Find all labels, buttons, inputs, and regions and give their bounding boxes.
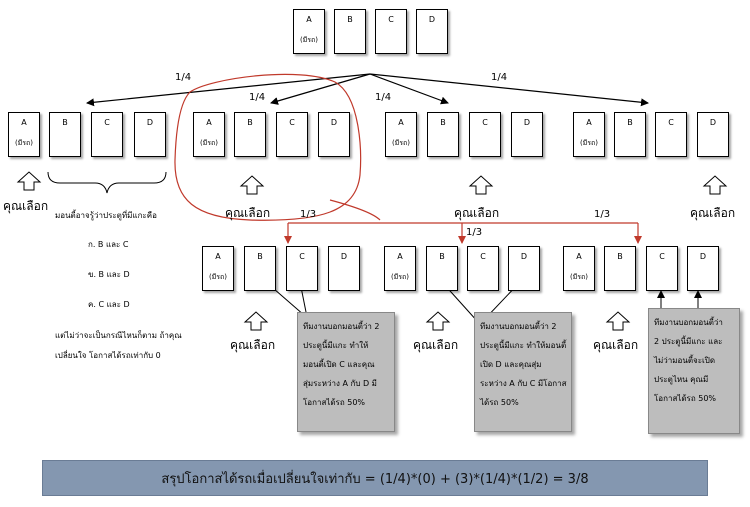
door-c-s3: C — [646, 246, 678, 291]
arrow-to-group3 — [369, 73, 449, 105]
door-c-top: C — [375, 9, 407, 54]
you-pick-label: คุณเลือก — [230, 338, 276, 352]
pick-arrow-icon — [425, 311, 451, 331]
prob-label: 1/4 — [491, 72, 508, 83]
door-b-s2: B — [426, 246, 458, 291]
door-d-top: D — [416, 9, 448, 54]
door-a-g4: A(มีรถ) — [573, 112, 605, 157]
door-d-s1: D — [328, 246, 360, 291]
note-line: แต่ไม่ว่าจะเป็นกรณีไหนก็ตาม ถ้าคุณ — [55, 331, 182, 340]
box-line: ได้รถ 50% — [480, 398, 519, 407]
box-line: โอกาสได้รถ 50% — [303, 398, 366, 407]
box-line: ระหว่าง A กับ C มีโอกาส — [480, 379, 567, 388]
door-d-s2: D — [508, 246, 540, 291]
door-a-g2: A(มีรถ) — [193, 112, 225, 157]
prob-label: 1/4 — [375, 92, 392, 103]
you-pick-label: คุณเลือก — [413, 338, 459, 352]
summary-text: สรุปโอกาสได้รถเมื่อเปลี่ยนใจเท่ากับ = (1… — [161, 471, 589, 487]
door-d-g1: D — [134, 112, 166, 157]
summary-bar: สรุปโอกาสได้รถเมื่อเปลี่ยนใจเท่ากับ = (1… — [42, 460, 708, 496]
door-d-g3: D — [511, 112, 543, 157]
note-line: เปลี่ยนใจ โอกาสได้รถเท่ากับ 0 — [55, 351, 161, 360]
box-line: ทีมงานบอกมอนตี้ว่า 2 — [303, 322, 380, 331]
box-line: 2 ประตูนี้มีแกะ และ — [654, 337, 723, 346]
door-c-g2: C — [276, 112, 308, 157]
prob-label: 1/3 — [594, 209, 611, 220]
prob-label: 1/4 — [175, 72, 192, 83]
box-line: ประตูนี้มีแกะ ทำให้ — [303, 341, 369, 350]
door-b-g2: B — [234, 112, 266, 157]
door-b-g3: B — [427, 112, 459, 157]
arrow-to-group4 — [369, 73, 649, 107]
door-a-s1: A(มีรถ) — [202, 246, 234, 291]
door-b-top: B — [334, 9, 366, 54]
note-option: ค. C และ D — [88, 300, 130, 309]
pick-arrow-icon — [243, 311, 269, 331]
loop-tail — [329, 199, 381, 221]
box-line: ทีมงานบอกมอนตี้ว่า — [654, 318, 723, 327]
note-line: มอนตี้อาจรู้ว่าประตูที่มีแกะคือ — [55, 211, 157, 220]
door-b-g1: B — [49, 112, 81, 157]
box-line: ประตูไหน คุณมี — [654, 375, 709, 384]
door-b-s1: B — [244, 246, 276, 291]
pick-arrow-icon — [239, 175, 265, 195]
explanation-box: ทีมงานบอกมอนตี้ว่า 2 ประตูนี้มีแกะ ทำให้… — [474, 312, 572, 432]
explanation-box: ทีมงานบอกมอนตี้ว่า 2 ประตูนี้มีแกะ และ ไ… — [648, 308, 740, 434]
pick-arrow-icon — [468, 175, 494, 195]
door-a-g1: A(มีรถ) — [8, 112, 40, 157]
you-pick-label: คุณเลือก — [3, 199, 49, 213]
door-a-g3: A(มีรถ) — [385, 112, 417, 157]
door-b-s3: B — [604, 246, 636, 291]
box-line: ทีมงานบอกมอนตี้ว่า 2 — [480, 322, 557, 331]
box-line: สุ่มระหว่าง A กับ D มี — [303, 379, 377, 388]
door-d-s3: D — [687, 246, 719, 291]
prob-label: 1/4 — [249, 92, 266, 103]
note-option: ก. B และ C — [88, 240, 129, 249]
door-b-g4: B — [614, 112, 646, 157]
prob-label: 1/3 — [466, 227, 483, 238]
pick-arrow-icon — [702, 175, 728, 195]
you-pick-label: คุณเลือก — [593, 338, 639, 352]
you-pick-label: คุณเลือก — [225, 206, 271, 220]
box-line: ประตูนี้มีแกะ ทำให้มอนตี้ — [480, 341, 567, 350]
door-c-g3: C — [469, 112, 501, 157]
explanation-box: ทีมงานบอกมอนตี้ว่า 2 ประตูนี้มีแกะ ทำให้… — [297, 312, 395, 432]
door-d-g2: D — [318, 112, 350, 157]
note-option: ข. B และ D — [88, 270, 130, 279]
you-pick-label: คุณเลือก — [454, 206, 500, 220]
brace — [47, 171, 167, 194]
pick-arrow-icon — [605, 311, 631, 331]
door-a-s3: A(มีรถ) — [563, 246, 595, 291]
box-line: โอกาสได้รถ 50% — [654, 394, 717, 403]
door-a-top: A(มีรถ) — [293, 9, 325, 54]
door-c-g4: C — [655, 112, 687, 157]
pick-arrow-icon — [16, 171, 42, 191]
door-d-g4: D — [697, 112, 729, 157]
arrow-to-group1 — [86, 73, 371, 107]
door-c-s1: C — [286, 246, 318, 291]
box-line: ไม่ว่ามอนตี้จะเปิด — [654, 356, 716, 365]
prob-label: 1/3 — [300, 209, 317, 220]
door-c-s2: C — [467, 246, 499, 291]
box-line: มอนตี้เปิด C และคุณ — [303, 360, 375, 369]
door-c-g1: C — [91, 112, 123, 157]
box-line: เปิด D และคุณสุ่ม — [480, 360, 542, 369]
highlight-loop — [174, 73, 362, 221]
door-a-s2: A(มีรถ) — [384, 246, 416, 291]
arrow-to-group2 — [270, 73, 371, 105]
you-pick-label: คุณเลือก — [690, 206, 736, 220]
